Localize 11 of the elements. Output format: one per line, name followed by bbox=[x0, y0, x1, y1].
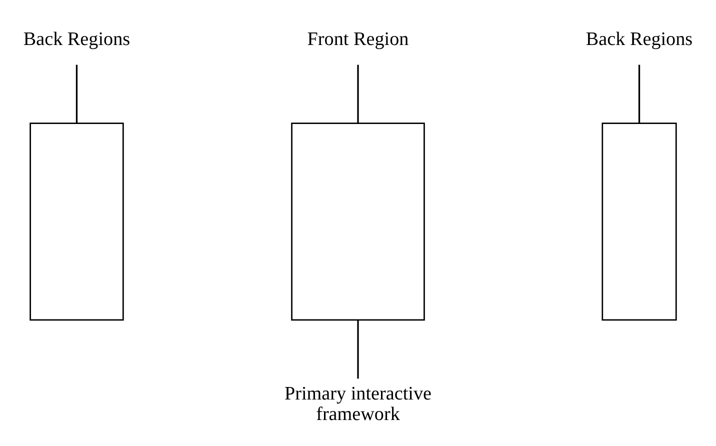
connector bbox=[76, 64, 78, 124]
node-text: Front Region bbox=[307, 29, 409, 50]
node-text: Back Regions bbox=[23, 29, 130, 50]
connector bbox=[357, 320, 359, 379]
node-text: Primary interactive framework bbox=[284, 383, 432, 425]
node-box bbox=[291, 122, 425, 321]
connector bbox=[357, 64, 359, 124]
node-text: Back Regions bbox=[586, 29, 693, 50]
connector bbox=[638, 64, 640, 124]
node-box bbox=[30, 122, 124, 321]
node-box bbox=[602, 122, 677, 321]
